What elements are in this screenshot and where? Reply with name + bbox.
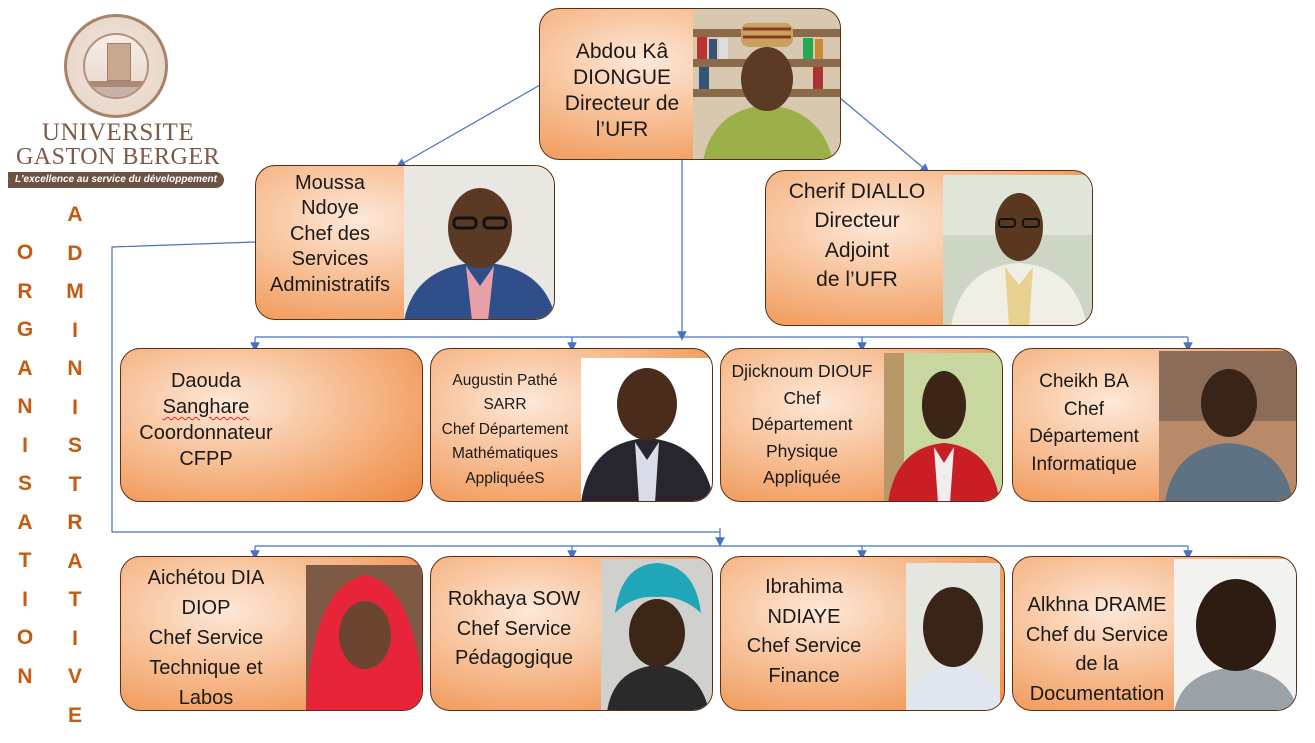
chief-admin-text: Moussa Ndoye Chef des Services Administr… [269, 172, 391, 296]
letter-organisation-8: T [18, 549, 32, 572]
box-department-3: Djicknoum DIOUF Chef Département Physiqu… [720, 348, 1003, 502]
letter-organisation-6: S [17, 472, 32, 495]
box-service-3: Ibrahima NDIAYE Chef Service Finance [720, 556, 1005, 711]
university-name-line1: UNIVERSITE [41, 119, 195, 146]
director-text: Abdou Kâ DIONGUE Directeur de l’UFR [564, 40, 680, 142]
deputy-text: Cherif DIALLO Directeur Adjoint de l’UFR [788, 180, 926, 292]
letter-organisation-1: R [17, 279, 33, 303]
department-2-photo [581, 358, 712, 501]
director-photo [693, 9, 840, 159]
university-logo: UNIVERSITE GASTON BERGER L'excellence au… [8, 8, 228, 190]
department-4-text: Cheikh BA Chef Département Informatique [1029, 371, 1139, 475]
university-name-line2: GASTON BERGER [15, 144, 221, 170]
university-name: UNIVERSITE GASTON BERGER [8, 119, 228, 170]
letter-administrative-13: E [67, 703, 82, 727]
connector-director-to-chief-admin [395, 84, 541, 168]
box-director: Abdou Kâ DIONGUE Directeur de l’UFR [539, 8, 841, 160]
letter-administrative-1: D [67, 241, 83, 265]
service-4-text: Alkhna DRAME Chef du Service de la Docum… [1025, 594, 1169, 705]
department-3-text: Djicknoum DIOUF Chef Département Physiqu… [731, 361, 873, 488]
letter-organisation-3: A [17, 356, 33, 380]
service-2-photo [601, 559, 712, 710]
letter-organisation-7: A [17, 510, 33, 534]
department-2-text: Augustin Pathé SARR Chef Département Mat… [441, 372, 569, 487]
letter-organisation-11: N [17, 664, 33, 688]
box-service-2: Rokhaya SOW Chef Service Pédagogique [430, 556, 713, 711]
letter-administrative-6: S [67, 434, 82, 457]
connector-chief-admin-to-services [111, 241, 720, 533]
department-3-photo [884, 353, 1002, 501]
letter-administrative-9: A [67, 549, 83, 573]
service-2-text: Rokhaya SOW Chef Service Pédagogique [447, 588, 581, 670]
box-department-4: Cheikh BA Chef Département Informatique [1012, 348, 1297, 502]
university-tagline: L'excellence au service du développement [8, 172, 224, 188]
letter-administrative-4: N [67, 357, 83, 380]
deputy-photo [943, 175, 1092, 325]
letter-administrative-12: V [67, 665, 82, 688]
letter-organisation-0: O [16, 241, 34, 264]
letter-administrative-3: I [72, 318, 78, 342]
box-deputy: Cherif DIALLO Directeur Adjoint de l’UFR [765, 170, 1093, 326]
service-3-text: Ibrahima NDIAYE Chef Service Finance [746, 576, 862, 687]
connector-director-to-deputy [839, 97, 930, 174]
department-1-text: Daouda Sanghare Coordonnateur CFPP [139, 370, 273, 470]
service-4-photo [1174, 559, 1296, 710]
letter-administrative-2: M [66, 280, 84, 303]
letter-administrative-5: I [72, 395, 78, 419]
service-1-photo [306, 565, 422, 710]
box-department-2: Augustin Pathé SARR Chef Département Mat… [430, 348, 713, 502]
box-chief-admin: Moussa Ndoye Chef des Services Administr… [255, 165, 555, 320]
service-3-photo [906, 563, 1000, 710]
letter-organisation-2: G [16, 318, 34, 341]
box-service-1: Aichétou DIA DIOP Chef Service Technique… [120, 556, 423, 711]
letter-administrative-8: R [67, 511, 83, 534]
letter-administrative-7: T [68, 472, 82, 496]
letter-organisation-9: I [22, 587, 28, 611]
box-department-1: Daouda Sanghare Coordonnateur CFPP [120, 348, 423, 502]
university-seal [64, 14, 168, 118]
letter-administrative-10: T [68, 588, 82, 611]
letter-organisation-5: I [22, 433, 28, 457]
letter-organisation-10: O [16, 626, 34, 649]
department-4-photo [1159, 351, 1296, 501]
chief-admin-photo [404, 166, 554, 319]
service-1-text: Aichétou DIA DIOP Chef Service Technique… [147, 567, 265, 709]
letter-administrative-0: A [67, 203, 83, 226]
box-service-4: Alkhna DRAME Chef du Service de la Docum… [1012, 556, 1297, 711]
letter-organisation-4: N [17, 395, 33, 418]
letter-administrative-11: I [72, 626, 78, 650]
